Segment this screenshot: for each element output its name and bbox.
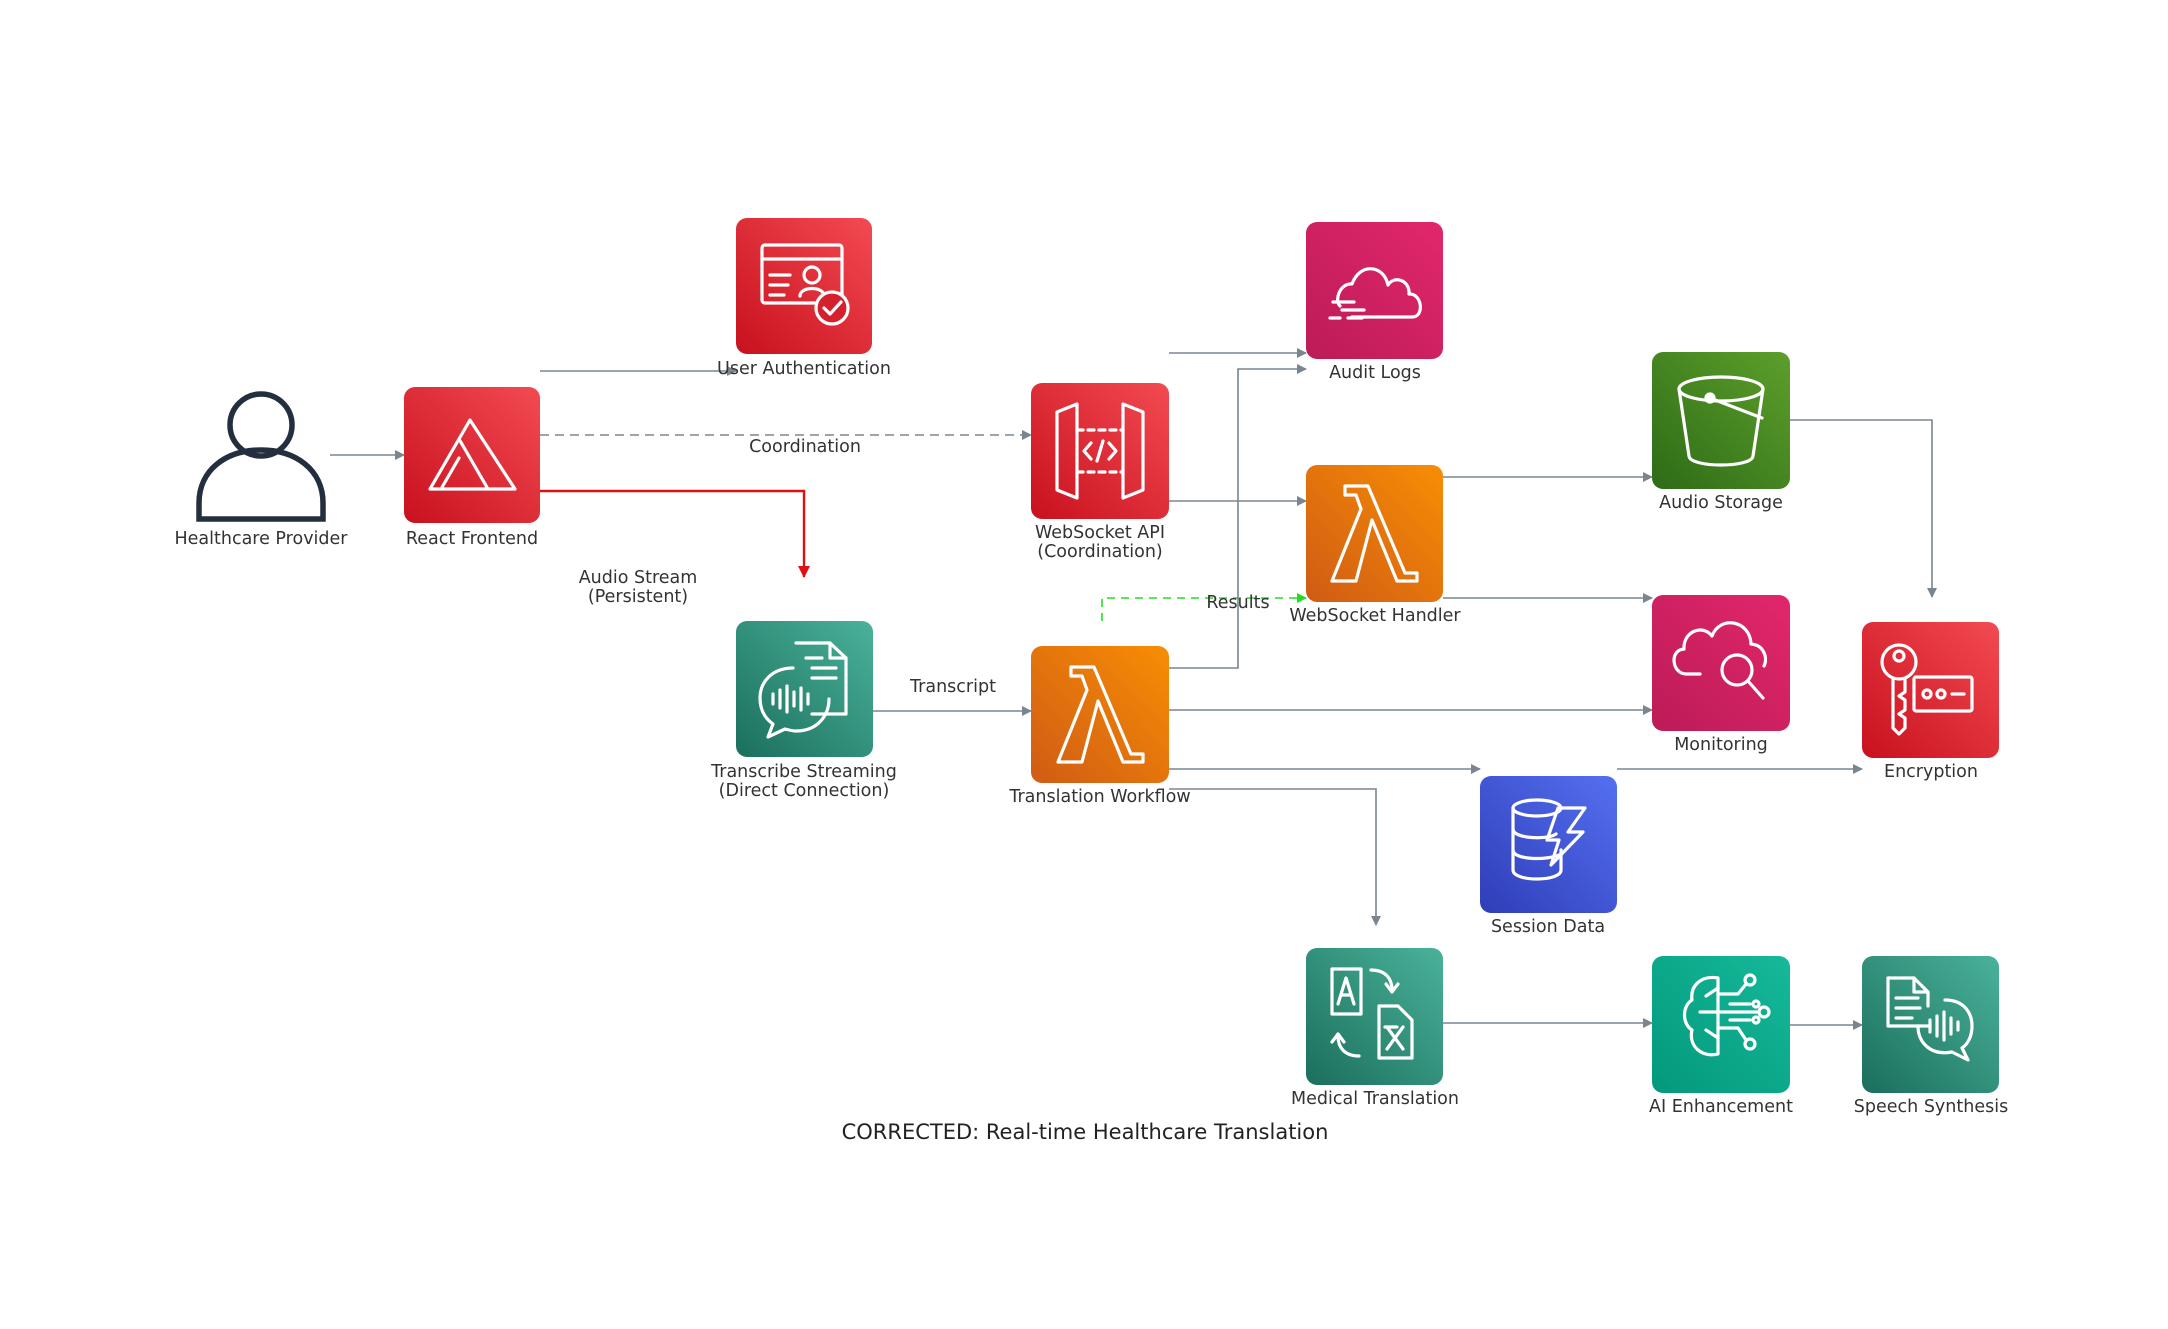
dynamodb-icon <box>1511 798 1587 881</box>
label-translation-workflow: Translation Workflow <box>1008 787 1190 807</box>
translate-icon <box>1330 967 1414 1060</box>
label-websocket-handler: WebSocket Handler <box>1289 606 1461 626</box>
node-session-data: Session Data <box>1480 776 1617 937</box>
edge-label-audio-stream: Audio Stream <box>579 568 698 588</box>
edge-storage-encryption <box>1790 419 1937 598</box>
polly-icon <box>1886 976 1974 1062</box>
api-gateway-icon <box>1055 402 1145 500</box>
node-ai-enhancement: AI Enhancement <box>1649 956 1793 1117</box>
lambda-icon <box>1056 665 1145 764</box>
label-websocket-api: WebSocket API <box>1035 523 1165 543</box>
edge-label-transcript: Transcript <box>909 677 996 697</box>
bedrock-icon <box>1682 973 1771 1057</box>
lambda-icon <box>1330 484 1419 583</box>
node-user-authentication: User Authentication <box>717 218 891 379</box>
node-websocket-handler: WebSocket Handler <box>1289 465 1461 626</box>
node-audio-storage: Audio Storage <box>1652 352 1790 513</box>
edge-label-audio-stream-persistent: (Persistent) <box>588 587 688 607</box>
transcribe-icon <box>758 641 848 739</box>
edge-label-coordination: Coordination <box>749 437 861 457</box>
label-encryption: Encryption <box>1884 762 1978 782</box>
label-transcribe-streaming-sub: (Direct Connection) <box>719 781 890 801</box>
label-monitoring: Monitoring <box>1674 735 1768 755</box>
cloudtrail-icon <box>1328 267 1422 320</box>
node-encryption: Encryption <box>1862 622 1999 782</box>
label-healthcare-provider: Healthcare Provider <box>174 529 348 549</box>
amplify-icon <box>428 418 517 491</box>
node-websocket-api: WebSocket API (Coordination) <box>1031 383 1169 562</box>
edge-translation-handler-results <box>1101 593 1307 621</box>
label-medical-translation: Medical Translation <box>1291 1089 1459 1109</box>
node-monitoring: Monitoring <box>1652 595 1790 755</box>
edge-frontend-transcribe <box>540 489 810 578</box>
label-react-frontend: React Frontend <box>406 529 538 549</box>
node-react-frontend: React Frontend <box>404 387 540 549</box>
diagram-title: CORRECTED: Real-time Healthcare Translat… <box>842 1120 1329 1144</box>
cloudwatch-icon <box>1672 621 1768 700</box>
node-speech-synthesis: Speech Synthesis <box>1854 956 2008 1117</box>
label-ai-enhancement: AI Enhancement <box>1649 1097 1793 1117</box>
node-medical-translation: Medical Translation <box>1291 948 1459 1109</box>
label-audit-logs: Audit Logs <box>1329 363 1421 383</box>
kms-key-icon <box>1880 643 1974 736</box>
node-audit-logs: Audit Logs <box>1306 222 1443 383</box>
label-speech-synthesis: Speech Synthesis <box>1854 1097 2008 1117</box>
label-session-data: Session Data <box>1491 917 1605 937</box>
edges <box>330 348 1937 1030</box>
cognito-id-card-icon <box>760 243 850 326</box>
label-user-authentication: User Authentication <box>717 359 891 379</box>
node-healthcare-provider: Healthcare Provider <box>174 391 348 549</box>
label-transcribe-streaming: Transcribe Streaming <box>710 762 897 782</box>
node-translation-workflow: Translation Workflow <box>1008 646 1191 807</box>
edge-label-results: Results <box>1206 593 1269 613</box>
label-audio-storage: Audio Storage <box>1659 493 1783 513</box>
node-transcribe-streaming: Transcribe Streaming (Direct Connection) <box>710 621 897 801</box>
s3-bucket-icon <box>1677 375 1765 467</box>
user-icon <box>196 391 326 522</box>
edge-translation-audit <box>1169 364 1307 669</box>
edge-translation-medtranslate <box>1169 788 1381 926</box>
label-websocket-api-sub: (Coordination) <box>1037 542 1162 562</box>
edge-labels: Coordination Audio Stream (Persistent) T… <box>579 437 1270 697</box>
